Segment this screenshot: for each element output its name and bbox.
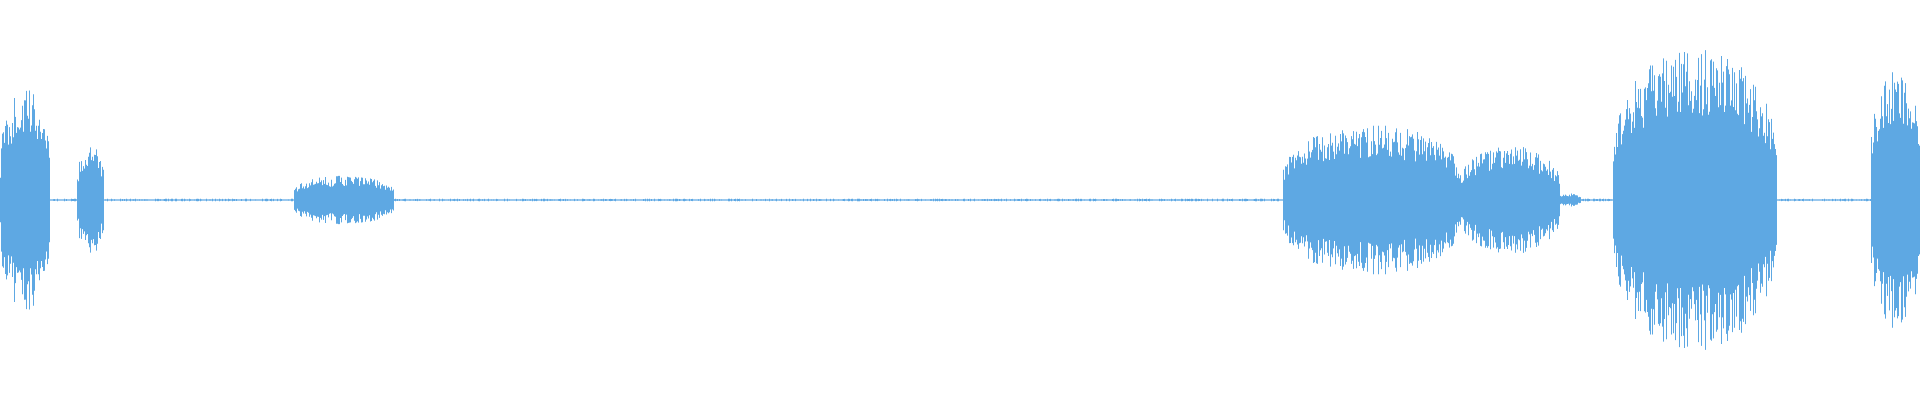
waveform-samples (0, 50, 1920, 350)
waveform-sample-columns (0, 50, 1920, 350)
